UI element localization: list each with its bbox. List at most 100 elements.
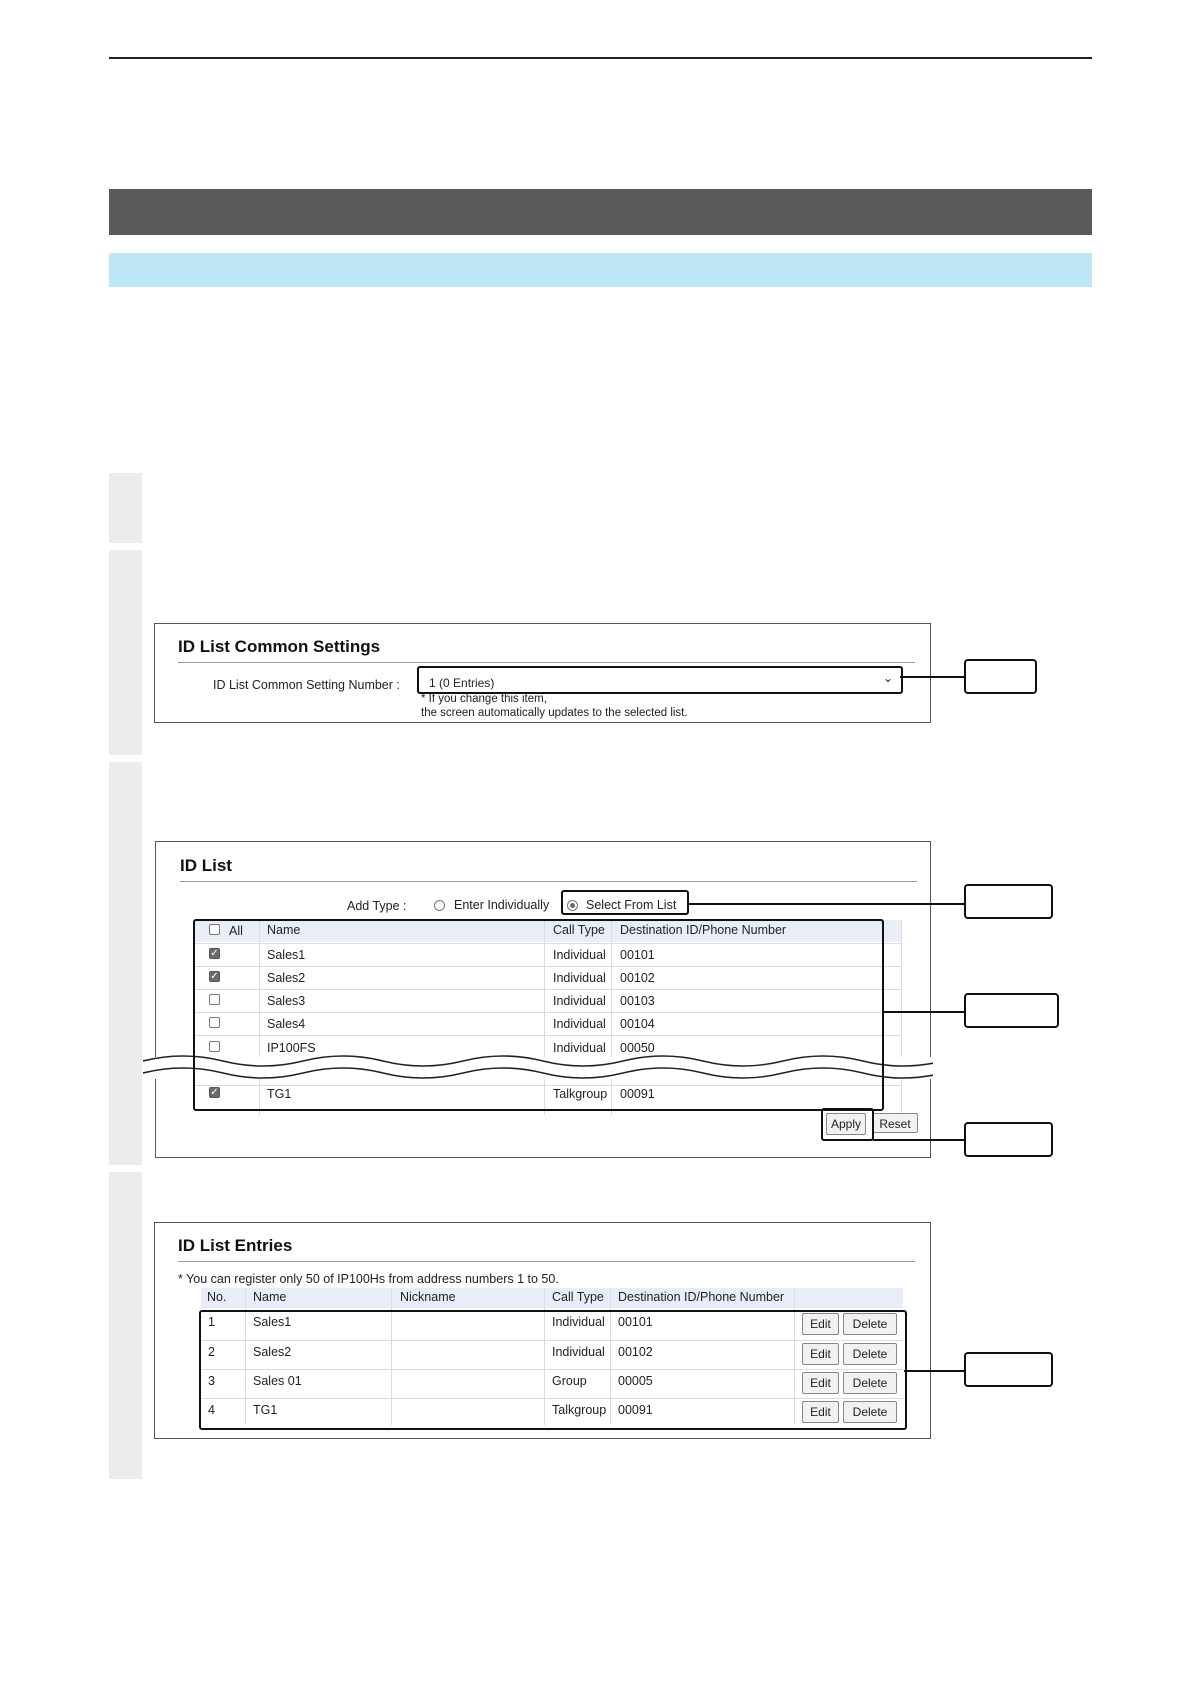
entry-call-type: Individual <box>552 1345 605 1359</box>
list-item-name: IP100FS <box>267 1041 316 1055</box>
entry-no: 3 <box>208 1374 215 1388</box>
section-header-bar <box>109 189 1092 235</box>
list-item-name: Sales2 <box>267 971 306 985</box>
title-divider <box>180 881 917 882</box>
col-divider <box>610 1288 611 1425</box>
title-divider <box>178 1261 915 1262</box>
entry-call-type: Individual <box>552 1315 605 1329</box>
list-item-call-type: Talkgroup <box>553 1087 608 1101</box>
list-item-call-type: Individual <box>553 948 606 962</box>
apply-button[interactable]: Apply <box>826 1113 866 1135</box>
edit-button[interactable]: Edit <box>802 1313 839 1335</box>
header-call-type: Call Type <box>552 1290 604 1304</box>
row-divider <box>193 1012 901 1013</box>
col-divider <box>901 920 902 1115</box>
title-divider <box>178 662 915 663</box>
col-divider <box>611 920 612 1115</box>
callout-box-select <box>964 659 1037 694</box>
row-checkbox[interactable]: ✓ <box>209 1087 220 1098</box>
step-marker-1 <box>109 473 142 543</box>
header-nickname: Nickname <box>400 1290 456 1304</box>
row-checkbox[interactable]: ✓ <box>209 971 220 982</box>
radio-enter-individually[interactable] <box>434 900 445 911</box>
step-marker-4 <box>109 1172 142 1479</box>
row-divider <box>193 943 901 944</box>
row-divider <box>201 1340 903 1341</box>
entry-name: Sales1 <box>253 1315 292 1329</box>
row-checkbox[interactable] <box>209 1041 220 1052</box>
list-item-call-type: Individual <box>553 994 606 1008</box>
list-item-call-type: Individual <box>553 1017 606 1031</box>
entry-name: Sales2 <box>253 1345 292 1359</box>
common-setting-number-label: ID List Common Setting Number : <box>213 678 400 692</box>
entry-destination: 00102 <box>618 1345 653 1359</box>
change-note-line1: * If you change this item, <box>421 693 547 705</box>
edit-button[interactable]: Edit <box>802 1372 839 1394</box>
common-setting-number-select[interactable]: 1 (0 Entries) ⌄ <box>417 666 903 694</box>
header-all: All <box>229 924 243 938</box>
callout-line-apply <box>873 1139 966 1141</box>
entries-note: * You can register only 50 of IP100Hs fr… <box>178 1272 559 1286</box>
common-settings-title: ID List Common Settings <box>178 637 381 656</box>
header-no: No. <box>207 1290 227 1304</box>
row-checkbox[interactable] <box>209 994 220 1005</box>
id-list-title: ID List <box>180 856 232 875</box>
highlight-list-table <box>193 919 884 1111</box>
radio-select-from-list[interactable] <box>567 900 578 911</box>
delete-button[interactable]: Delete <box>843 1343 897 1365</box>
entries-panel: ID List Entries * You can register only … <box>154 1222 931 1439</box>
header-call-type: Call Type <box>553 923 605 937</box>
change-note-line2: the screen automatically updates to the … <box>421 707 688 719</box>
reset-button[interactable]: Reset <box>872 1113 918 1133</box>
callout-box-apply <box>964 1122 1053 1157</box>
list-item-name: Sales4 <box>267 1017 306 1031</box>
callout-line-list-table <box>883 1011 966 1013</box>
delete-button[interactable]: Delete <box>843 1401 897 1423</box>
edit-button[interactable]: Edit <box>802 1401 839 1423</box>
col-divider <box>544 920 545 1115</box>
row-divider <box>201 1369 903 1370</box>
highlight-select-from-list <box>561 890 689 915</box>
select-all-checkbox[interactable] <box>209 924 220 935</box>
col-divider <box>259 920 260 1115</box>
callout-box-list-table <box>964 993 1059 1028</box>
table-header <box>193 920 901 942</box>
list-item-name: Sales3 <box>267 994 306 1008</box>
row-checkbox[interactable]: ✓ <box>209 948 220 959</box>
enter-individually-label: Enter Individually <box>454 898 550 912</box>
top-rule <box>109 57 1092 59</box>
step-marker-3 <box>109 762 142 1165</box>
list-item-name: Sales1 <box>267 948 306 962</box>
callout-box-entries <box>964 1352 1053 1387</box>
row-checkbox[interactable] <box>209 1017 220 1028</box>
list-item-destination: 00102 <box>620 971 655 985</box>
callout-box-select-from-list <box>964 884 1053 919</box>
highlight-entries-table <box>199 1310 907 1430</box>
list-item-name: TG1 <box>267 1087 292 1101</box>
row-divider <box>193 989 901 990</box>
col-divider <box>391 1288 392 1425</box>
add-type-label: Add Type : <box>347 899 407 913</box>
list-item-destination: 00101 <box>620 948 655 962</box>
callout-line-entries <box>904 1370 966 1372</box>
select-value: 1 (0 Entries) <box>429 676 495 690</box>
entries-title: ID List Entries <box>178 1236 293 1255</box>
callout-line-select-from-list <box>687 903 966 905</box>
id-list-panel: ID List Add Type : Enter Individually Se… <box>143 841 933 1158</box>
delete-button[interactable]: Delete <box>843 1372 897 1394</box>
header-destination: Destination ID/Phone Number <box>618 1290 785 1304</box>
chevron-down-icon: ⌄ <box>882 671 893 685</box>
table-break-wave <box>143 1055 933 1079</box>
entry-no: 4 <box>208 1403 215 1417</box>
common-settings-panel: ID List Common Settings ID List Common S… <box>154 623 931 723</box>
list-item-call-type: Individual <box>553 1041 606 1055</box>
header-name: Name <box>253 1290 287 1304</box>
delete-button[interactable]: Delete <box>843 1313 897 1335</box>
select-from-list-label: Select From List <box>586 898 677 912</box>
list-item-destination: 00091 <box>620 1087 655 1101</box>
list-item-destination: 00050 <box>620 1041 655 1055</box>
edit-button[interactable]: Edit <box>802 1343 839 1365</box>
entry-destination: 00101 <box>618 1315 653 1329</box>
highlight-apply <box>821 1108 874 1141</box>
header-destination: Destination ID/Phone Number <box>620 923 787 937</box>
